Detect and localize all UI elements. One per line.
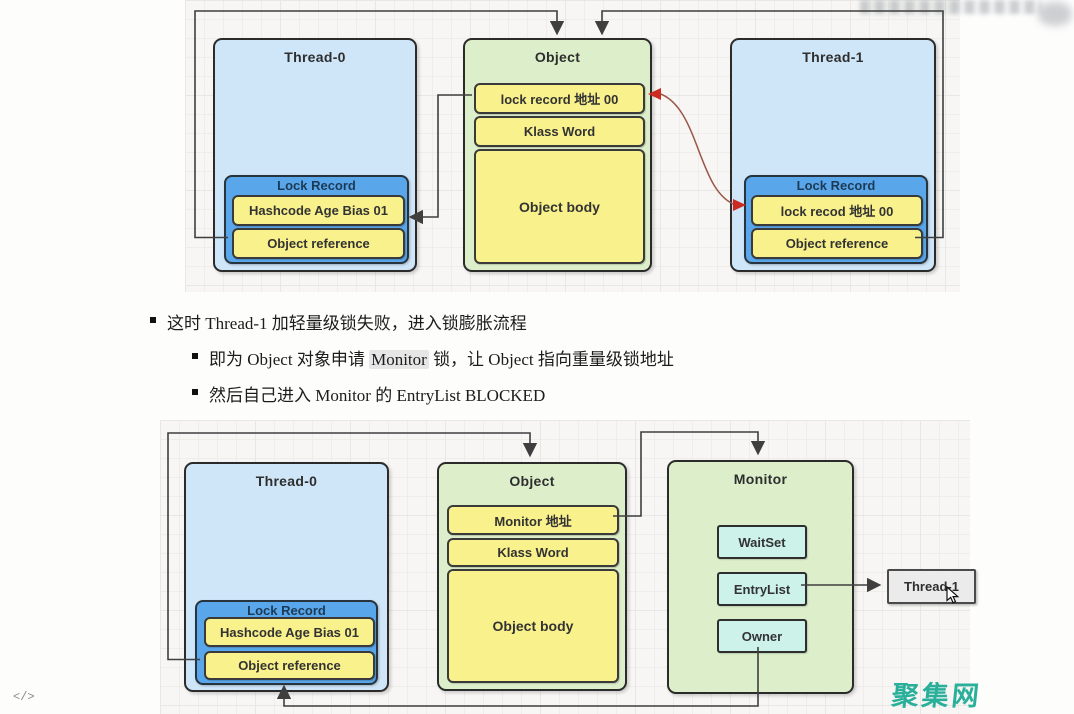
hashcode-slot: Hashcode Age Bias 01 bbox=[204, 617, 375, 647]
thread1-title: Thread-1 bbox=[802, 49, 864, 65]
klass-word-slot: Klass Word bbox=[447, 538, 619, 567]
note-bullet-3: 然后自己进入 Monitor 的 EntryList BLOCKED bbox=[192, 381, 545, 406]
highlighted-term: Monitor bbox=[369, 350, 429, 369]
faint-watermark-strip bbox=[860, 0, 1042, 14]
code-icon[interactable]: </> bbox=[13, 690, 35, 704]
object-node-top: Object lock record 地址 00 Klass Word Obje… bbox=[463, 38, 652, 272]
monitor-address-slot: Monitor 地址 bbox=[447, 505, 619, 535]
note-text: 然后自己进入 Monitor 的 EntryList BLOCKED bbox=[209, 386, 546, 405]
thread0-node-top: Thread-0 Lock Record Hashcode Age Bias 0… bbox=[213, 38, 417, 272]
mouse-cursor-icon bbox=[946, 585, 960, 604]
bullet-marker bbox=[192, 389, 198, 395]
note-text: 即为 Object 对象申请 Monitor 锁，让 Object 指向重量级锁… bbox=[209, 350, 674, 369]
object-node-bottom: Object Monitor 地址 Klass Word Object body bbox=[437, 462, 627, 691]
thread1-ref-label: Thread-1 bbox=[904, 579, 959, 594]
thread1-node-top: Thread-1 Lock Record lock recod 地址 00 Ob… bbox=[730, 38, 936, 272]
thread0-title: Thread-0 bbox=[255, 473, 318, 489]
object-reference-slot: Object reference bbox=[232, 228, 405, 259]
note-bullet-1: 这时 Thread-1 加轻量级锁失败，进入锁膨胀流程 bbox=[150, 309, 527, 334]
note-text: 这时 Thread-1 加轻量级锁失败，进入锁膨胀流程 bbox=[167, 314, 527, 333]
thread0-title: Thread-0 bbox=[284, 49, 346, 65]
lock-record-group: Lock Record Hashcode Age Bias 01 Object … bbox=[195, 600, 378, 685]
lock-record-title: Lock Record bbox=[277, 178, 356, 193]
lock-record-group: Lock Record Hashcode Age Bias 01 Object … bbox=[224, 175, 409, 264]
object-title: Object bbox=[509, 473, 555, 489]
bullet-marker bbox=[150, 317, 156, 323]
faint-watermark-blob bbox=[1038, 2, 1072, 26]
entrylist-slot: EntryList bbox=[717, 572, 807, 606]
owner-slot: Owner bbox=[717, 619, 807, 653]
lock-record-title: Lock Record bbox=[247, 603, 326, 618]
hashcode-slot: Hashcode Age Bias 01 bbox=[232, 195, 405, 226]
bullet-marker bbox=[192, 353, 198, 359]
lock-record-title: Lock Record bbox=[796, 178, 876, 193]
monitor-title: Monitor bbox=[733, 471, 788, 487]
monitor-node: Monitor WaitSet EntryList Owner bbox=[667, 460, 854, 694]
lock-record-address-slot: lock record 地址 00 bbox=[474, 83, 645, 114]
object-body: Object body bbox=[447, 569, 619, 683]
lock-record-address-slot: lock recod 地址 00 bbox=[751, 195, 923, 226]
object-reference-slot: Object reference bbox=[204, 651, 375, 680]
object-body: Object body bbox=[474, 149, 645, 264]
site-watermark: 聚集网 bbox=[890, 681, 984, 711]
lock-record-group: Lock Record lock recod 地址 00 Object refe… bbox=[744, 175, 928, 264]
note-bullet-2: 即为 Object 对象申请 Monitor 锁，让 Object 指向重量级锁… bbox=[192, 345, 674, 370]
object-reference-slot: Object reference bbox=[751, 228, 923, 259]
object-title: Object bbox=[534, 49, 581, 65]
thread0-node-bottom: Thread-0 Lock Record Hashcode Age Bias 0… bbox=[184, 462, 389, 692]
waitset-slot: WaitSet bbox=[717, 525, 807, 559]
thread1-ref-node: Thread-1 bbox=[887, 569, 976, 604]
klass-word-slot: Klass Word bbox=[474, 116, 645, 147]
